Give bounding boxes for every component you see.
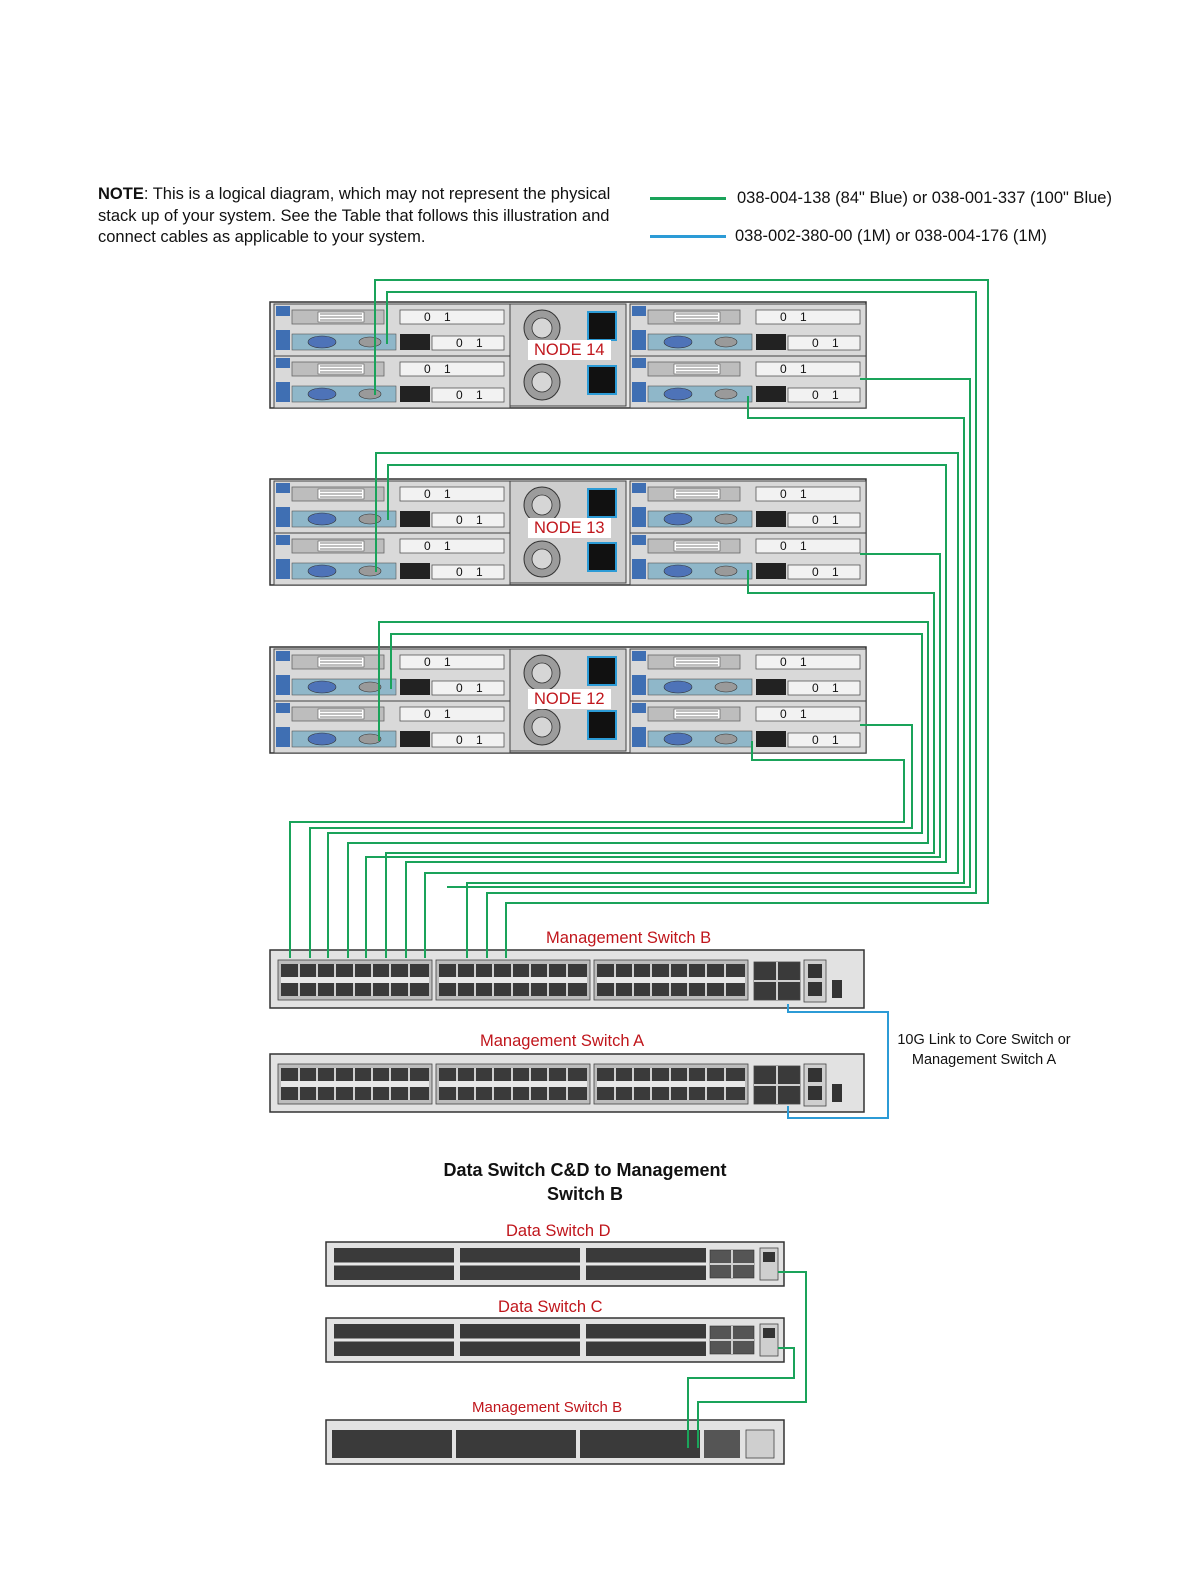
node-13-label: NODE 13 bbox=[528, 518, 611, 538]
slot-digit: 1 bbox=[832, 733, 839, 747]
mgmt-switch-b-small-label: Management Switch B bbox=[472, 1399, 623, 1416]
slot-digit: 0 bbox=[456, 336, 463, 350]
slot-digit: 0 bbox=[780, 707, 787, 721]
slot-digit: 0 bbox=[424, 707, 431, 721]
slot-digit: 1 bbox=[476, 336, 483, 350]
node14-cables bbox=[374, 279, 989, 958]
slot-digit: 0 bbox=[456, 681, 463, 695]
diagram-note: NOTE: This is a logical diagram, which m… bbox=[98, 184, 618, 249]
slot-digit: 0 bbox=[424, 310, 431, 324]
slot-digit: 0 bbox=[780, 310, 787, 324]
blue-10g-link bbox=[787, 1004, 889, 1119]
slot-digit: 0 bbox=[812, 388, 819, 402]
slot-digit: 0 bbox=[456, 513, 463, 527]
slot-digit: 0 bbox=[456, 565, 463, 579]
slot-digit: 0 bbox=[424, 487, 431, 501]
note-heading: NOTE bbox=[98, 185, 144, 203]
mgmt-switch-b-chassis bbox=[270, 950, 864, 1008]
slot-digit: 0 bbox=[424, 539, 431, 553]
slot-digit: 0 bbox=[812, 733, 819, 747]
slot-digit: 1 bbox=[832, 681, 839, 695]
mgmt-switch-b-label: Management Switch B bbox=[546, 929, 712, 947]
slot-digit: 1 bbox=[800, 707, 807, 721]
mgmt-switch-a-chassis bbox=[270, 1054, 864, 1112]
slot-digit: 1 bbox=[800, 362, 807, 376]
legend-green-label: 038-004-138 (84" Blue) or 038-001-337 (1… bbox=[737, 189, 1112, 207]
slot-digit: 0 bbox=[780, 362, 787, 376]
slot-digit: 0 bbox=[812, 513, 819, 527]
mgmt-switch-a-label: Management Switch A bbox=[480, 1032, 645, 1050]
slot-digit: 1 bbox=[444, 539, 451, 553]
data-switch-c-chassis bbox=[324, 1316, 786, 1364]
node-12-label: NODE 12 bbox=[528, 689, 611, 709]
note-text: : This is a logical diagram, which may n… bbox=[98, 185, 611, 246]
slot-digit: 1 bbox=[800, 539, 807, 553]
slot-digit: 0 bbox=[456, 388, 463, 402]
slot-digit: 1 bbox=[444, 487, 451, 501]
node13-cables bbox=[365, 452, 959, 958]
slot-digit: 1 bbox=[476, 681, 483, 695]
slot-digit: 0 bbox=[812, 681, 819, 695]
slot-digit: 1 bbox=[476, 388, 483, 402]
slot-digit: 0 bbox=[424, 655, 431, 669]
slot-digit: 0 bbox=[812, 565, 819, 579]
core-link-note: 10G Link to Core Switch or Management Sw… bbox=[897, 1032, 1071, 1068]
slot-digit: 1 bbox=[444, 362, 451, 376]
data-switch-cables bbox=[687, 1271, 807, 1448]
node-14-label: NODE 14 bbox=[528, 340, 611, 360]
slot-digit: 1 bbox=[444, 310, 451, 324]
slot-digit: 0 bbox=[456, 733, 463, 747]
slot-digit: 1 bbox=[444, 655, 451, 669]
data-switch-d-chassis bbox=[324, 1240, 786, 1288]
data-switch-c-label: Data Switch C bbox=[498, 1298, 603, 1316]
slot-digit: 0 bbox=[780, 539, 787, 553]
slot-digit: 1 bbox=[800, 655, 807, 669]
slot-digit: 1 bbox=[832, 388, 839, 402]
slot-digit: 1 bbox=[476, 565, 483, 579]
slot-digit: 1 bbox=[444, 707, 451, 721]
slot-digit: 1 bbox=[832, 565, 839, 579]
section-title: Data Switch C&D to Management Switch B bbox=[443, 1160, 727, 1204]
slot-digit: 1 bbox=[800, 310, 807, 324]
slot-digit: 0 bbox=[812, 336, 819, 350]
slot-digit: 1 bbox=[832, 336, 839, 350]
slot-digit: 0 bbox=[780, 655, 787, 669]
data-switch-d-label: Data Switch D bbox=[506, 1222, 611, 1240]
legend-green-line bbox=[650, 197, 726, 200]
slot-digit: 1 bbox=[800, 487, 807, 501]
slot-digit: 1 bbox=[476, 513, 483, 527]
slot-digit: 0 bbox=[780, 487, 787, 501]
slot-digit: 0 bbox=[424, 362, 431, 376]
node12-cables bbox=[289, 621, 929, 958]
slot-digit: 1 bbox=[832, 513, 839, 527]
legend-blue-line bbox=[650, 235, 726, 238]
slot-digit: 1 bbox=[476, 733, 483, 747]
legend-blue-label: 038-002-380-00 (1M) or 038-004-176 (1M) bbox=[735, 227, 1047, 245]
